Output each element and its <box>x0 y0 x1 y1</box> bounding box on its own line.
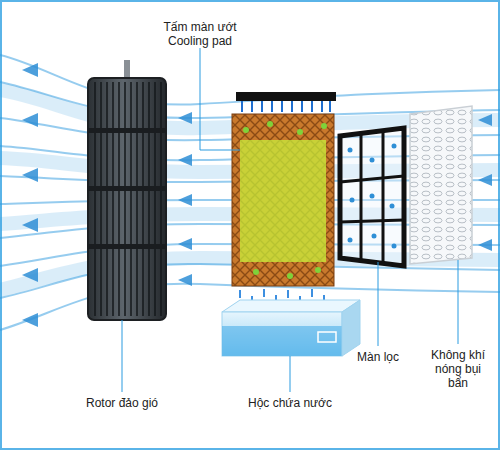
part-label: Màn lọc <box>338 350 418 364</box>
part-label: Không khí nóng bụi bẩn <box>427 348 489 390</box>
air-streams <box>0 55 500 330</box>
part-label: Cooling pad <box>145 34 255 48</box>
air-bands <box>0 90 500 290</box>
part-label: Rotor đảo gió <box>67 396 177 410</box>
water-tank <box>222 300 360 356</box>
rotor-drum <box>88 60 166 320</box>
dust-mesh <box>410 106 472 264</box>
leader-lines <box>122 48 458 392</box>
filter-frame <box>340 128 404 266</box>
cooling-pad <box>232 92 336 304</box>
air-arrowheads <box>22 63 492 327</box>
part-label: Tấm màn ướt <box>145 20 255 34</box>
part-label: Hộc chứa nước <box>230 396 350 410</box>
